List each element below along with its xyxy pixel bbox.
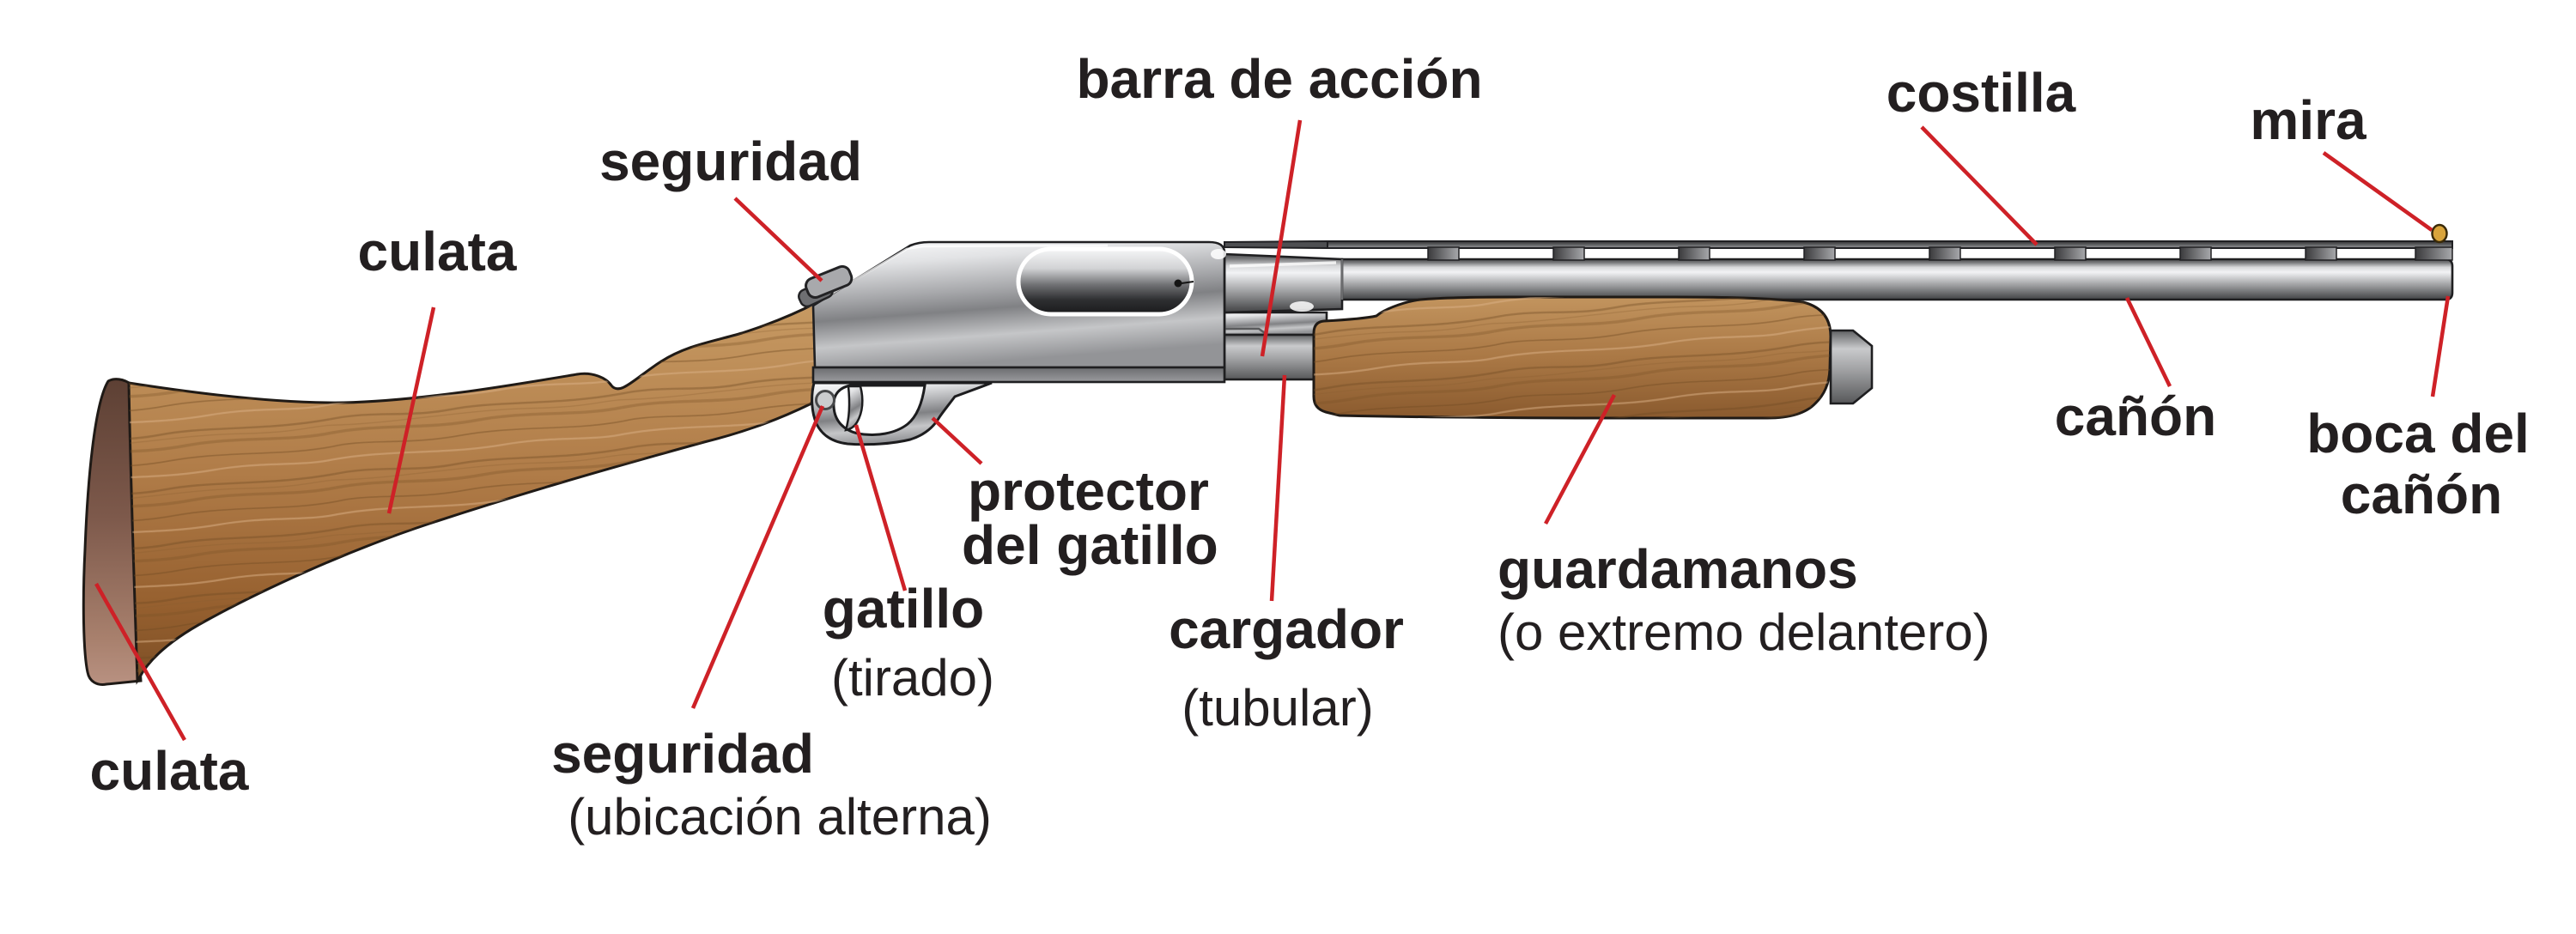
leader-culata-superior xyxy=(386,306,436,514)
safety-button-top xyxy=(805,264,854,300)
leader-costilla xyxy=(1920,125,2038,246)
leader-barra-de-accion xyxy=(1260,119,1303,357)
ejection-port-pin xyxy=(1174,279,1182,288)
leader-gatillo xyxy=(854,424,908,591)
rib-ramp xyxy=(1224,240,1328,250)
leader-seguridad-alterna xyxy=(690,405,825,709)
label-cargador-line1: cargador xyxy=(1169,598,1404,660)
label-seguridad-alterna-line2: (ubicación alterna) xyxy=(568,788,992,846)
label-gatillo-line1: gatillo xyxy=(823,578,984,640)
leader-cargador xyxy=(1269,374,1287,602)
receiver-bottom-band xyxy=(811,366,1226,384)
trigger xyxy=(844,385,864,432)
magazine-tube xyxy=(1223,333,1321,381)
leader-canon xyxy=(2124,297,2172,387)
label-seguridad: seguridad xyxy=(599,130,862,192)
leader-culata-inferior xyxy=(94,582,186,742)
shotgun-illustration xyxy=(82,223,2454,686)
label-culata-inferior: culata xyxy=(90,740,249,802)
label-protector-line2: del gatillo xyxy=(962,514,1218,576)
action-bar-housing xyxy=(1223,311,1328,337)
barrel-rib xyxy=(1327,240,2453,249)
label-gatillo-line2: (tirado) xyxy=(831,649,994,707)
label-protector-line1: protector xyxy=(968,460,1209,522)
labels: barra de acción seguridad culata costill… xyxy=(90,48,2530,846)
rib-posts xyxy=(1427,246,2453,261)
leader-mira xyxy=(2322,151,2433,232)
chamber-highlight xyxy=(1229,261,1337,268)
safety-alternate-button xyxy=(815,390,835,410)
label-cargador-line2: (tubular) xyxy=(1182,679,1373,737)
leader-guardamanos xyxy=(1544,393,1616,525)
barrel xyxy=(1340,258,2454,301)
label-seguridad-alterna-line1: seguridad xyxy=(551,723,814,785)
label-culata-superior: culata xyxy=(358,221,517,282)
leader-lines xyxy=(94,119,2451,742)
label-mira: mira xyxy=(2250,89,2366,151)
label-barra-de-accion: barra de acción xyxy=(1076,48,1482,110)
sight-bead xyxy=(2431,223,2448,244)
stock-grain xyxy=(129,302,817,681)
forearm-grain xyxy=(1314,297,1831,418)
label-guardamanos-line2: (o extremo delantero) xyxy=(1498,603,1990,661)
label-canon: cañón xyxy=(2055,385,2216,447)
label-boca-del-canon-line1: boca del xyxy=(2306,403,2530,464)
label-costilla: costilla xyxy=(1886,62,2076,124)
leader-boca-del-canon xyxy=(2430,295,2451,397)
label-boca-del-canon-line2: cañón xyxy=(2341,464,2502,525)
leader-protector xyxy=(931,416,983,465)
ejection-port xyxy=(1016,246,1194,317)
label-guardamanos-line1: guardamanos xyxy=(1498,538,1858,600)
ejection-port-pin-tail xyxy=(1181,281,1194,284)
leader-seguridad xyxy=(733,197,823,282)
specular-highlights xyxy=(866,246,1314,312)
receiver-top-highlight xyxy=(817,244,1109,304)
magazine-cap xyxy=(1829,329,1874,405)
